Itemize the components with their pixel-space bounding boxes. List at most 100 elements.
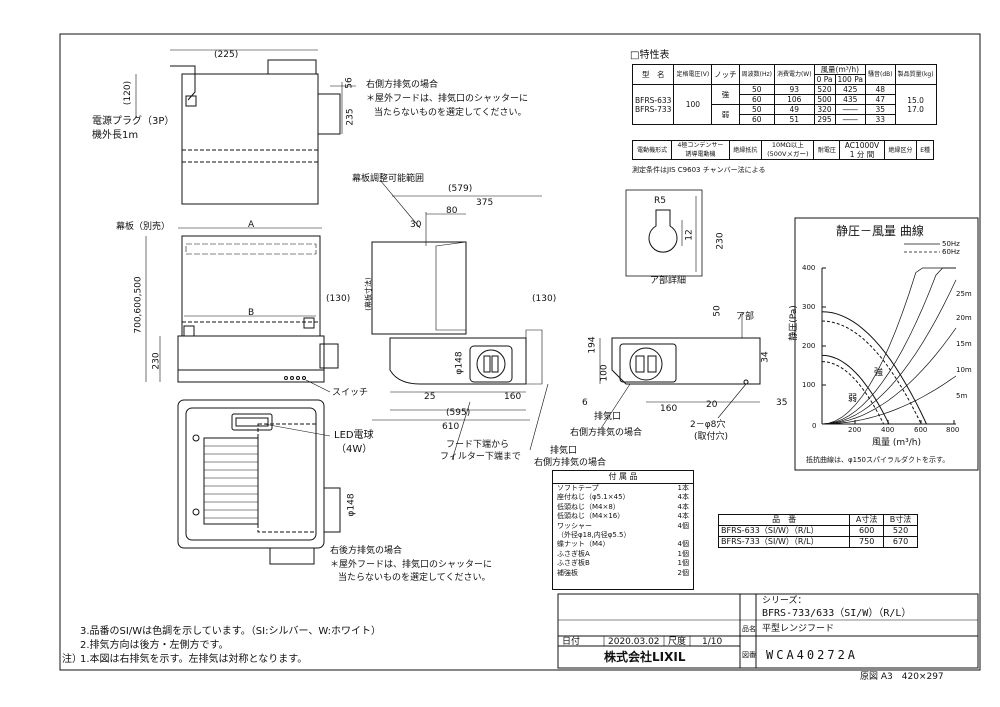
right-exhaust-title: 右側方排気の場合 <box>366 80 439 90</box>
tb-paper: 原図 A3 420×297 <box>860 672 944 682</box>
dim-194: 194 <box>587 336 598 354</box>
size-cell: 520 <box>883 525 918 537</box>
accessory-name: ソフトテープ <box>557 484 599 492</box>
size-h-a: A寸法 <box>849 514 885 526</box>
dim-160-side: 160 <box>504 392 522 402</box>
accessory-qty: 1本 <box>677 484 689 492</box>
spec-motor-val: 4極コンデンサー 誘導電動機 <box>671 140 730 160</box>
spec-cell: 425 <box>834 84 867 95</box>
dim-148-side: φ148 <box>454 351 465 375</box>
dim-610: 610 <box>442 422 460 432</box>
spec-h-notch: ノッチ <box>711 64 740 85</box>
dim-20: 20 <box>706 400 718 410</box>
spec-cell: 47 <box>865 94 896 105</box>
accessory-name: （外径φ18,内径φ5.5） <box>557 531 631 540</box>
curve-mode-weak: 弱 <box>848 394 858 404</box>
curve-x-tick-800: 800 <box>946 426 960 434</box>
accessory-item: 蝶ナット（M4）4個 <box>553 540 693 549</box>
accessory-name: 座付ねじ（φ5.1×45） <box>557 493 630 502</box>
side-exhaust-right-label: 右側方排気の場合 <box>534 458 607 468</box>
accessory-qty: 4個 <box>677 521 689 530</box>
accessory-name: 補強板 <box>557 568 578 577</box>
dim-height: 700,600,500 <box>133 276 144 334</box>
accessories-title: 付 属 品 <box>553 471 693 484</box>
spec-cell: ―― <box>834 104 867 115</box>
curve-duct-20m: 20m <box>956 314 972 322</box>
accessory-name: ふさぎ板B <box>557 559 590 568</box>
side-exhaust-label: 排気口 <box>550 446 578 456</box>
tb-series: BFRS-733/633（SI/W）（R/L） <box>762 608 912 619</box>
spec-cell: 51 <box>773 114 815 125</box>
size-cell: 750 <box>849 536 885 548</box>
size-cell: BFRS-633（SI/W）（R/L） <box>717 525 851 537</box>
curve-axis-ticks <box>822 267 955 424</box>
curve-ylabel: 静圧(Pa) <box>788 305 799 341</box>
curve-y-tick-200: 200 <box>802 342 816 350</box>
curve-duct-resistance-line <box>821 267 956 425</box>
tb-scale: 1/10 <box>702 637 723 647</box>
side-view-drawing <box>371 179 549 461</box>
rear-exhaust-title: 右後方排気の場合 <box>330 546 403 556</box>
accessory-qty: 1個 <box>677 549 689 558</box>
accessory-item: （外径φ18,内径φ5.5） <box>553 531 693 540</box>
spec-class: 絶縁区分 <box>883 140 918 160</box>
spec-cell: 93 <box>773 84 815 95</box>
bottom-view-drawing <box>177 399 341 565</box>
curve-x-tick-200: 200 <box>848 426 862 434</box>
dim-a: A <box>248 220 255 230</box>
accessory-qty: 4個 <box>677 540 689 549</box>
curve-duct-resistance-line <box>821 267 956 425</box>
detail-caption: ア部詳細 <box>650 276 687 286</box>
dim-225: (225) <box>214 50 239 60</box>
dim-30: 30 <box>410 220 422 230</box>
rear-exhaust-note-2: 当たらないものを選定してください。 <box>338 573 491 583</box>
title-block-frame <box>557 593 979 669</box>
holes-sub: (取付穴) <box>694 432 729 442</box>
spec-withstand-val: AC1000V 1 分 間 <box>839 140 885 160</box>
accessory-item: 低頭ねじ（M4×16）4本 <box>553 512 693 521</box>
spec-h-airflow: 風量(m³/h) <box>813 64 867 75</box>
curve-x-tick-600: 600 <box>914 426 928 434</box>
spec-class-val: E種 <box>916 140 934 160</box>
accessory-qty: 4本 <box>677 512 689 521</box>
curve-fan-line <box>821 361 885 425</box>
spec-withstand: 耐電圧 <box>813 140 841 160</box>
spec-h-pa0: 0 Pa <box>813 74 836 85</box>
curve-xlabel: 風量 (m³/h) <box>872 438 921 448</box>
size-cell: 600 <box>849 525 885 537</box>
holes-label: 2－φ8穴 <box>690 420 726 430</box>
accessory-qty: 1個 <box>677 559 689 568</box>
size-table: 品 番 A寸法 B寸法 BFRS-633（SI/W）（R/L） 600 520 … <box>717 514 918 548</box>
detail-dim-12: 12 <box>684 229 695 241</box>
right-exhaust-note-1: ＊屋外フードは、排気口のシャッターに <box>366 94 529 104</box>
curve-legend-60: 60Hz <box>942 248 960 256</box>
spec-cell: 48 <box>865 84 896 95</box>
spec-insulation: 絶縁抵抗 <box>728 140 763 160</box>
hood-label-2: フィルター下端まで <box>440 452 521 462</box>
switch-label: スイッチ <box>332 388 369 398</box>
dim-235: 235 <box>345 108 356 126</box>
dim-120: (120) <box>123 80 134 106</box>
dim-130-front: (130) <box>326 294 351 304</box>
dim-25: 25 <box>424 392 436 402</box>
right-exhaust-label: 排気口 <box>594 412 622 422</box>
tb-name-label: 品名 <box>742 625 756 633</box>
curve-y-tick-400: 400 <box>802 264 816 272</box>
detail-r5: R5 <box>654 196 666 206</box>
spec-cell: 435 <box>834 94 867 105</box>
accessory-qty: 4本 <box>677 502 689 511</box>
spec-table-row2: 電動機形式 4極コンデンサー 誘導電動機 絶縁抵抗 10MΩ以上 (500Vメガ… <box>631 140 934 160</box>
spec-cell: 50 <box>738 104 775 115</box>
cord-label: 機外長1m <box>92 130 139 141</box>
spec-cell: 295 <box>813 114 836 125</box>
tb-company: 株式会社LIXIL <box>604 650 686 664</box>
spec-h-voltage: 定格電圧(V) <box>673 64 713 85</box>
spec-title: □特性表 <box>630 50 670 61</box>
spec-h-pa100: 100 Pa <box>834 74 867 85</box>
dim-148-bottom: φ148 <box>346 493 357 517</box>
accessory-item: 座付ねじ（φ5.1×45）4本 <box>553 493 693 502</box>
spec-h-freq: 周波数(Hz) <box>738 64 775 85</box>
